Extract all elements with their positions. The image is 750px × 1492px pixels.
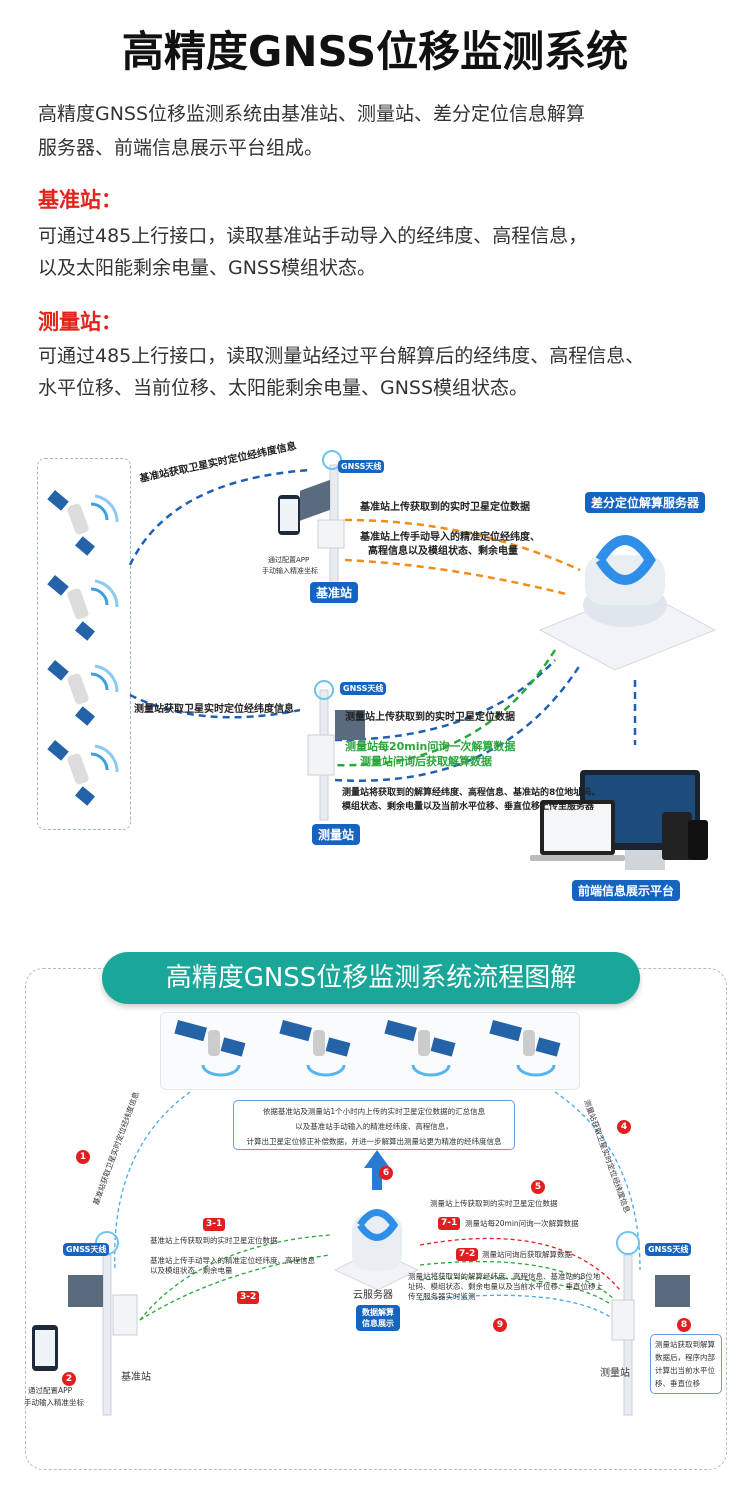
measure-station-badge: 测量站	[312, 824, 361, 845]
step-7-1-text: 测量站每20min问询一次解算数据	[465, 1219, 579, 1228]
base-station-line-1: 可通过485上行接口，读取基准站手动导入的经纬度、高程信息，	[38, 225, 588, 247]
pole-base-2	[68, 1231, 138, 1416]
platform-badge: 前端信息展示平台	[572, 880, 681, 901]
step-7-2-text: 测量站问询后获取解算数据	[482, 1250, 572, 1259]
satellite-icons	[47, 490, 119, 806]
arrow-label-base-manual-2: 高程信息以及模组状态、剩余电量	[368, 546, 518, 557]
app-note-2-2: 手动输入精准坐标	[24, 1398, 84, 1407]
step-5-marker: 5	[531, 1180, 545, 1194]
cloud-server-badge: 数据解算信息展示	[356, 1305, 400, 1331]
step-4-marker: 4	[617, 1120, 631, 1134]
step-8-text: 测量站获取到解算数据后，程序内部计算出当前水平位移、垂直位移	[650, 1334, 722, 1394]
step-5-text: 测量站上传获取到的实时卫星定位数据	[430, 1199, 558, 1208]
step-7-1-marker: 7-1	[438, 1217, 461, 1230]
flow-title-banner: 高精度GNSS位移监测系统流程图解	[102, 952, 640, 1004]
diagram1-arrows	[47, 450, 717, 870]
measure-station-heading: 测量站：	[38, 310, 122, 334]
flow-title: 高精度GNSS位移监测系统流程图解	[165, 963, 577, 993]
server-badge: 差分定位解算服务器	[585, 492, 706, 513]
page-title: 高精度GNSS位移监测系统	[121, 27, 629, 76]
arrow-label-measure-get: 测量站获取卫星实时定位经纬度信息	[134, 704, 294, 715]
summary-box: 依据基准站及测量站1个小时内上传的实时卫星定位数据的汇总信息 以及基准站手动输入…	[233, 1100, 515, 1150]
cloud-badge-line-1: 数据解算	[362, 1308, 394, 1317]
step-3-2-marker: 3-2	[237, 1291, 260, 1304]
satellite-panel	[37, 458, 131, 830]
base-station-badge: 基准站	[310, 582, 359, 603]
pole-measure	[307, 680, 365, 821]
arrow-label-base-manual-1: 基准站上传手动导入的精准定位经纬度、	[360, 532, 540, 543]
phone-icon-2	[32, 1325, 58, 1371]
arrow-label-measure-send-1: 测量站将获取到的解算经纬度、高程信息、基准站的8位地址码、	[342, 788, 601, 798]
arrow-label-measure-poll-1: 测量站每20min问询一次解算数据	[345, 740, 516, 753]
arrow-label-measure-poll-2: 测量站问询后获取解算数据	[360, 755, 492, 768]
pole-measure-2	[611, 1231, 690, 1416]
step-7-2-marker: 7-2	[456, 1248, 479, 1261]
gnss-antenna-badge-base-2: GNSS天线	[63, 1243, 110, 1256]
phone-icon	[278, 495, 300, 535]
cloud-badge-line-2: 信息展示	[362, 1319, 394, 1328]
gnss-antenna-badge-measure: GNSS天线	[340, 682, 387, 695]
gnss-antenna-badge-measure-2: GNSS天线	[645, 1243, 692, 1256]
step-9-marker: 9	[493, 1318, 507, 1332]
step-1-marker: 1	[76, 1150, 90, 1164]
server-icon	[538, 535, 717, 671]
measure-station-line-2: 水平位移、当前位移、太阳能剩余电量、GNSS模组状态。	[38, 377, 529, 399]
intro-line-1: 高精度GNSS位移监测系统由基准站、测量站、差分定位信息解算	[38, 103, 586, 125]
pole-base	[300, 450, 345, 596]
summary-line-2: 以及基准站手动输入的精准经纬度、高程信息，	[295, 1122, 453, 1131]
base-station-line-2: 以及太阳能剩余电量、GNSS模组状态。	[38, 257, 377, 279]
devices-icon	[530, 770, 708, 870]
cloud-server-label: 云服务器	[353, 1290, 393, 1301]
gnss-antenna-badge-base: GNSS天线	[338, 460, 385, 473]
app-note-2: 手动输入精准坐标	[262, 567, 318, 575]
arrow-label-measure-upload: 测量站上传获取到的实时卫星定位数据	[345, 712, 515, 723]
summary-line-3: 计算出卫星定位修正补偿数据，并进一步解算出测量站更为精准的经纬度信息	[246, 1137, 502, 1146]
base-station-heading: 基准站：	[38, 188, 122, 212]
summary-line-1: 依据基准站及测量站1个小时内上传的实时卫星定位数据的汇总信息	[262, 1107, 486, 1116]
step-2-marker: 2	[62, 1372, 76, 1386]
step-3-1-marker: 3-1	[203, 1218, 226, 1231]
app-note-1: 通过配置APP	[268, 556, 310, 564]
measure-station-line-1: 可通过485上行接口，读取测量站经过平台解算后的经纬度、高程信息、	[38, 345, 645, 367]
step-8-marker: 8	[677, 1318, 691, 1332]
intro-line-2: 服务器、前端信息展示平台组成。	[38, 137, 324, 159]
cloud-server-icon	[333, 1209, 420, 1291]
step-3-1-text: 基准站上传获取到的实时卫星定位数据	[150, 1236, 278, 1245]
measure-station-label-2: 测量站	[600, 1368, 630, 1379]
app-note-2-1: 通过配置APP	[28, 1386, 73, 1395]
arrow-label-measure-send-2: 模组状态、剩余电量以及当前水平位移、垂直位移上传至服务器	[342, 802, 595, 812]
system-diagram: GNSS天线 基准站 通过配置APP 手动输入精准坐标 差分定位解算服务器 GN…	[0, 440, 750, 910]
arrow-label-base-upload: 基准站上传获取到的实时卫星定位数据	[360, 502, 530, 513]
step-3-2-text: 基准站上传手动导入的精准定位经纬度、高程信息 以及模组状态、剩余电量	[150, 1256, 315, 1275]
step-6-marker: 6	[379, 1166, 393, 1180]
step-9-text: 测量站将获取到的解算经纬度、高程信息、基准站的8位地址码、模组状态、剩余电量以及…	[408, 1272, 603, 1301]
base-station-label-2: 基准站	[121, 1372, 151, 1383]
